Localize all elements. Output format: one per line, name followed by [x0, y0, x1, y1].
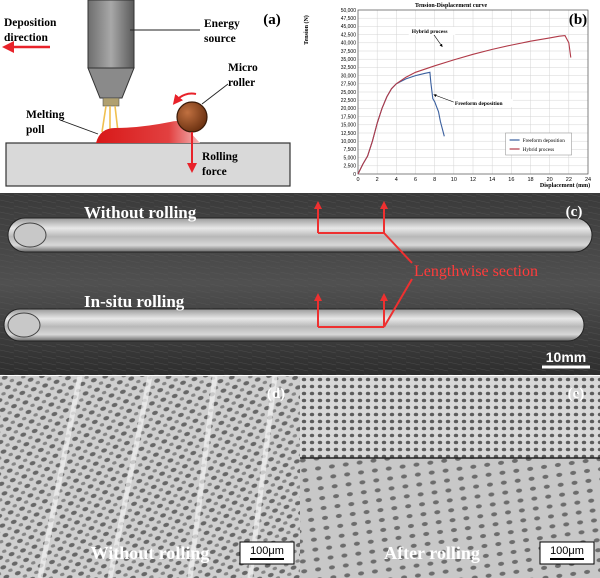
- chart-ytick-label: 20,000: [341, 106, 357, 112]
- roller-label-1: Micro: [228, 62, 258, 74]
- panel-d-micrograph: (d) Without rolling 100μm: [0, 376, 300, 578]
- chart-xtick-label: 2: [376, 177, 379, 183]
- chart-ytick-label: 17,500: [341, 114, 357, 120]
- scale-label-d: 100μm: [250, 545, 284, 557]
- energy-arc: [101, 105, 119, 133]
- chart-annotation-arrow: [433, 34, 443, 47]
- chart-ytick-label: 27,500: [341, 82, 357, 88]
- chart-ytick-label: 30,000: [341, 73, 357, 79]
- panel-e-micrograph: (e) After rolling 100μm: [300, 376, 600, 578]
- panel-b-label: (b): [569, 12, 587, 28]
- melting-label-1: Melting: [26, 109, 65, 121]
- chart-ytick-label: 40,000: [341, 41, 357, 47]
- chart-xtick-label: 18: [527, 177, 533, 183]
- panel-e-label: (e): [568, 386, 585, 402]
- bead-without-rolling: [7, 217, 593, 253]
- panel-a-schematic: (a) Deposition direction Energy source M…: [0, 0, 300, 192]
- chart-xtick-label: 12: [470, 177, 476, 183]
- section-marks: [314, 201, 413, 328]
- panel-d-caption: Without rolling: [91, 543, 210, 563]
- energy-source-body: [87, 0, 135, 69]
- chart-annotation-box: [451, 99, 513, 108]
- micrograph-without-rolling: (d) Without rolling 100μm: [0, 376, 300, 578]
- chart-ytick-label: 0: [353, 172, 356, 178]
- chart-xtick-label: 14: [489, 177, 495, 183]
- scale-label-e: 100μm: [550, 545, 584, 557]
- panel-a-label: (a): [263, 12, 281, 28]
- chart-xtick-label: 10: [451, 177, 457, 183]
- chart-xtick-label: 4: [395, 177, 398, 183]
- lengthwise-section-label: Lengthwise section: [414, 263, 538, 280]
- deposition-label-2: direction: [4, 32, 48, 44]
- schematic-drawing: (a) Deposition direction Energy source M…: [2, 0, 291, 187]
- roller-label-2: roller: [228, 77, 255, 89]
- chart-annotation-text: Hybrid process: [412, 29, 448, 35]
- without-rolling-label: Without rolling: [84, 203, 197, 222]
- chart-legend-label: Hybrid process: [523, 147, 555, 153]
- chart-ytick-label: 15,000: [341, 123, 357, 129]
- chart-ytick-label: 50,000: [341, 8, 357, 14]
- melting-pool: [96, 121, 200, 143]
- chart-xtick-label: 22: [566, 177, 572, 183]
- chart-ytick-label: 32,500: [341, 65, 357, 71]
- panel-c-label: (c): [566, 204, 583, 220]
- bead-in-situ-rolling: [3, 308, 585, 342]
- energy-label-2: source: [204, 33, 236, 45]
- chart-xtick-label: 24: [585, 177, 591, 183]
- chart-xtick-label: 16: [508, 177, 514, 183]
- force-label-1: Rolling: [202, 151, 238, 163]
- micrograph-after-rolling: (e) After rolling 100μm: [300, 376, 600, 578]
- chart-title: Tension-Displacement curve: [415, 3, 488, 9]
- chart-ytick-label: 35,000: [341, 57, 357, 63]
- deposition-label-1: Deposition: [4, 17, 57, 29]
- scale-label-c: 10mm: [546, 349, 586, 365]
- chart-xlabel: Displacement (mm): [540, 182, 590, 189]
- chart-frame: [357, 9, 589, 175]
- chart-ytick-label: 7,500: [343, 147, 356, 153]
- torch-nozzle: [87, 67, 135, 99]
- force-label-2: force: [202, 166, 227, 178]
- chart-ylabel: Tension (N): [303, 15, 310, 45]
- chart-ytick-label: 45,000: [341, 24, 357, 30]
- chart-annotation-text: Freeform deposition: [455, 101, 503, 107]
- panel-d-label: (d): [267, 386, 285, 402]
- chart-series-line-2: [357, 35, 572, 175]
- chart-ytick-label: 25,000: [341, 90, 357, 96]
- chart-ytick-label: 37,500: [341, 49, 357, 55]
- micro-roller: [176, 101, 208, 133]
- chart-ytick-label: 47,500: [341, 16, 357, 22]
- chart-annotation-arrow: [433, 94, 454, 103]
- chart-ytick-label: 10,000: [341, 139, 357, 145]
- chart-ytick-label: 22,500: [341, 98, 357, 104]
- chart-legend-label: Freeform deposition: [523, 137, 566, 144]
- substrate: [5, 142, 291, 187]
- chart-ytick-label: 5,000: [343, 155, 356, 161]
- in-situ-rolling-label: In-situ rolling: [84, 292, 185, 311]
- chart-ytick-label: 12,500: [341, 131, 357, 137]
- chart-xtick-label: 8: [433, 177, 436, 183]
- chart-series-line-1: [357, 71, 445, 175]
- chart-xtick-label: 0: [356, 177, 359, 183]
- bead-photo: Without rolling In-situ rolling Lengthwi…: [0, 193, 600, 375]
- chart-legend-box: [505, 132, 572, 156]
- panel-e-caption: After rolling: [384, 543, 480, 563]
- panel-c-photo: Without rolling In-situ rolling Lengthwi…: [0, 193, 600, 375]
- roller-rotation-arrow: [172, 92, 197, 105]
- chart-xtick-label: 6: [414, 177, 417, 183]
- energy-label-1: Energy: [204, 18, 240, 30]
- chart-annotation-box: [408, 26, 456, 35]
- chart-ytick-label: 2,500: [343, 164, 356, 170]
- chart-ytick-label: 42,500: [341, 32, 357, 38]
- chart-xtick-label: 20: [547, 177, 553, 183]
- melting-label-2: poll: [26, 124, 45, 136]
